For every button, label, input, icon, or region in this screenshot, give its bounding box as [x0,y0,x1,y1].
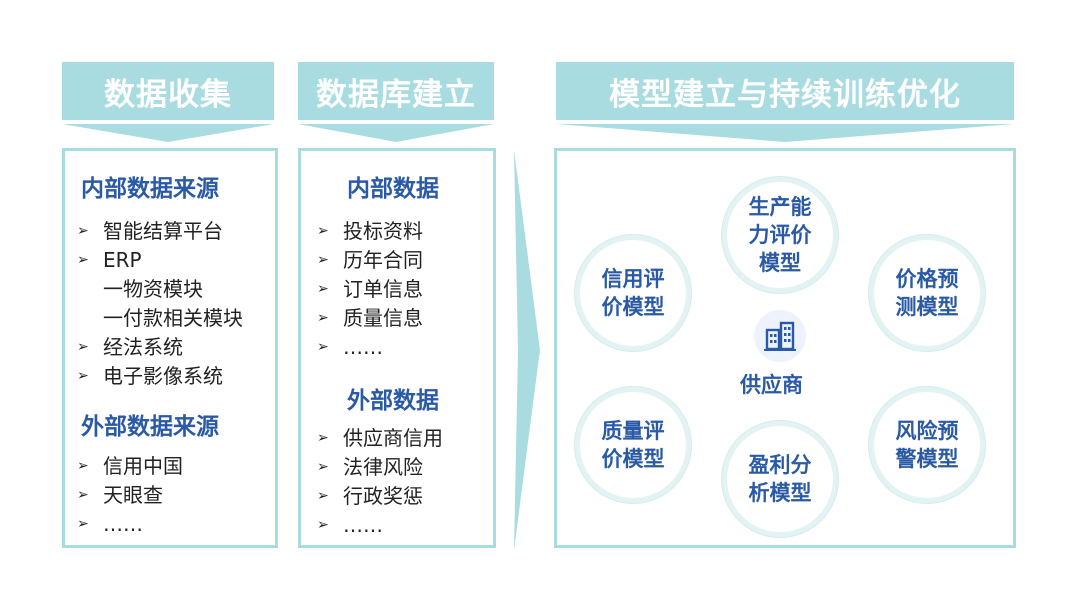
list-item: ➢ERP [77,246,243,275]
data-collection-panel: 内部数据来源 ➢智能结算平台 ➢ERP 一物资模块 一付款相关模块 ➢经法系统 … [62,148,278,548]
arrow-bullet-icon: ➢ [317,517,329,533]
arrow-bullet-icon: ➢ [77,223,89,239]
database-header-arrow [298,124,494,142]
list-item: ➢行政奖惩 [317,482,443,511]
model-header-arrow [556,124,1014,142]
arrow-bullet-icon: ➢ [317,252,329,268]
arrow-bullet-icon: ➢ [317,488,329,504]
supplier-label: 供应商 [740,373,803,397]
list-subitem: 一付款相关模块 [103,306,243,330]
arrow-bullet-icon: ➢ [77,487,89,503]
internal-source-list: ➢智能结算平台 ➢ERP 一物资模块 一付款相关模块 ➢经法系统 ➢电子影像系统 [77,217,243,391]
list-item: ➢电子影像系统 [77,362,243,391]
arrow-bullet-icon: ➢ [77,516,89,532]
model-circle-profit-analysis: 盈利分 析模型 [722,421,838,537]
internal-source-title: 内部数据来源 [81,176,219,202]
list-item: ➢投标资料 [317,217,423,246]
data-collection-header: 数据收集 [62,62,274,120]
list-item: ➢…… [317,511,443,540]
list-item: ➢订单信息 [317,275,423,304]
external-data-list: ➢供应商信用 ➢法律风险 ➢行政奖惩 ➢…… [317,424,443,540]
model-circle-quality-evaluation: 质量评 价模型 [575,387,691,503]
list-item: ➢质量信息 [317,304,423,333]
model-circle-production-capacity: 生产能 力评价 模型 [722,177,838,293]
arrow-bullet-icon: ➢ [77,368,89,384]
arrow-bullet-icon: ➢ [317,339,329,355]
arrow-bullet-icon: ➢ [77,339,89,355]
external-source-title: 外部数据来源 [81,414,219,440]
data-collection-header-arrow [62,124,274,142]
database-panel: 内部数据 ➢投标资料 ➢历年合同 ➢订单信息 ➢质量信息 ➢…… 外部数据 ➢供… [298,148,496,548]
arrow-bullet-icon: ➢ [317,310,329,326]
model-header-text: 模型建立与持续训练优化 [609,76,961,113]
data-collection-header-text: 数据收集 [104,76,232,113]
model-header: 模型建立与持续训练优化 [556,62,1014,120]
list-item: ➢…… [317,333,423,362]
arrow-bullet-icon: ➢ [317,430,329,446]
internal-data-title: 内部数据 [347,176,439,202]
list-item: ➢经法系统 [77,333,243,362]
database-header: 数据库建立 [298,62,494,120]
list-item: ➢…… [77,510,183,539]
model-circle-price-prediction: 价格预 测模型 [869,235,985,351]
model-circle-credit-evaluation: 信用评 价模型 [575,235,691,351]
arrow-bullet-icon: ➢ [317,223,329,239]
list-item: ➢历年合同 [317,246,423,275]
list-item: ➢供应商信用 [317,424,443,453]
building-icon [754,310,806,362]
internal-data-list: ➢投标资料 ➢历年合同 ➢订单信息 ➢质量信息 ➢…… [317,217,423,362]
list-subitem: 一物资模块 [103,277,203,301]
arrow-bullet-icon: ➢ [317,281,329,297]
list-item: ➢信用中国 [77,452,183,481]
arrow-bullet-icon: ➢ [77,458,89,474]
flow-chevron-arrow [514,150,540,550]
arrow-bullet-icon: ➢ [317,459,329,475]
external-data-title: 外部数据 [347,388,439,414]
database-header-text: 数据库建立 [316,76,476,113]
list-item: ➢智能结算平台 [77,217,243,246]
list-item: ➢天眼查 [77,481,183,510]
model-panel: 生产能 力评价 模型 信用评 价模型 价格预 测模型 质量评 价模型 风险预 警… [554,148,1016,548]
list-item: ➢法律风险 [317,453,443,482]
model-circle-risk-warning: 风险预 警模型 [869,387,985,503]
arrow-bullet-icon: ➢ [77,252,89,268]
external-source-list: ➢信用中国 ➢天眼查 ➢…… [77,452,183,539]
